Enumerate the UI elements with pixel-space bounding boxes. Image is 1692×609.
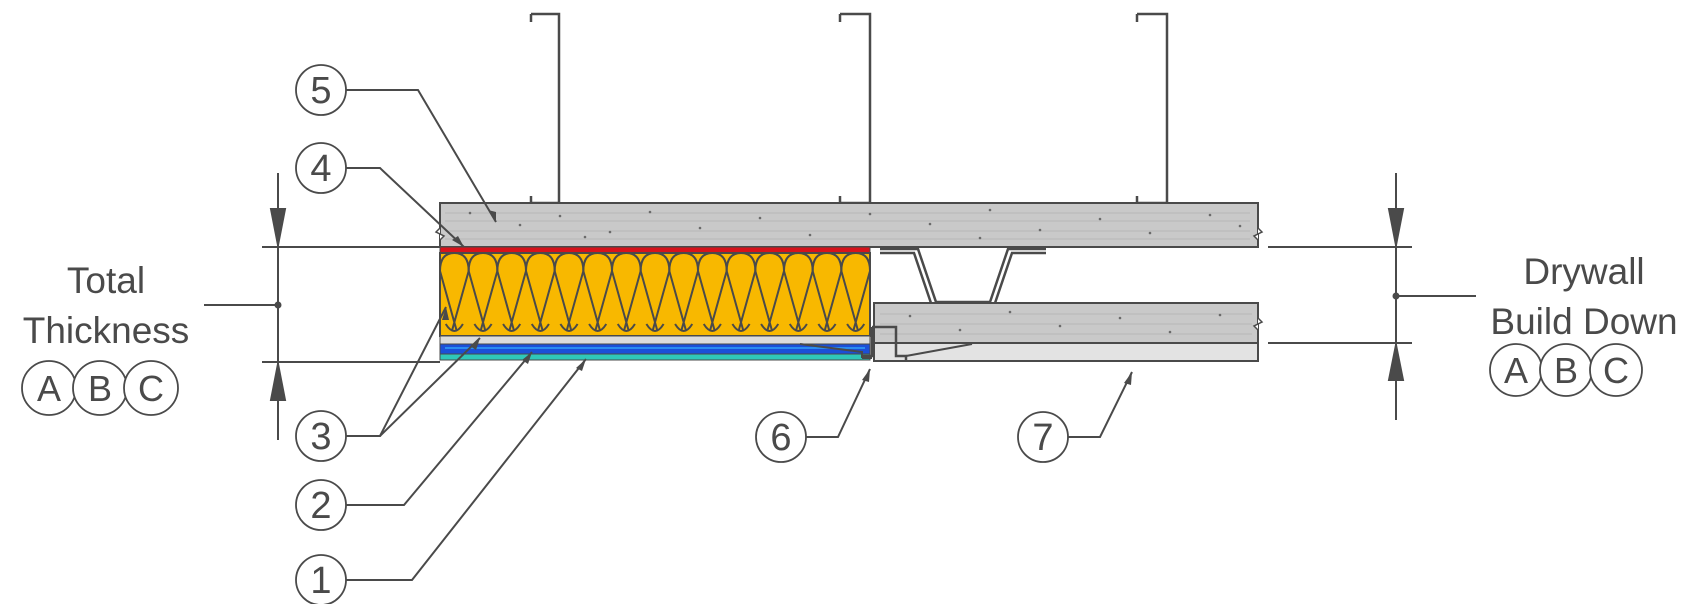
callout-bubbles [295, 64, 1069, 606]
callout-7: 7 [1032, 417, 1053, 459]
insulation-loop [811, 253, 843, 331]
insulation-loop-bottom [760, 323, 780, 332]
insulation-loop-bottom [530, 323, 550, 332]
left-dimension [204, 173, 440, 440]
letter-a: A [37, 368, 61, 409]
insulation-loop [496, 253, 528, 331]
callout-6-circle [755, 411, 807, 463]
steel-studs [529, 12, 1169, 205]
callout-arrowheads [442, 210, 1132, 385]
letter-b: B [88, 368, 112, 409]
insulation-loop [611, 253, 642, 331]
callout-2: 2 [310, 485, 331, 527]
insulation-loop-bottom [444, 323, 464, 332]
build-down-label-line2: Build Down [1490, 301, 1677, 342]
insulation-loop [783, 253, 814, 331]
build-down-drywall [873, 302, 1264, 362]
total-label-line2: Thickness [23, 310, 190, 351]
insulation-loop [668, 253, 700, 331]
callout-leaders [346, 89, 1133, 581]
callout-7-circle [1017, 411, 1069, 463]
callout-6: 6 [770, 417, 791, 459]
insulation-loop-bottom [817, 323, 837, 332]
insulation-loop [582, 253, 614, 331]
insulation-loop [754, 253, 786, 331]
right-dimension [1268, 173, 1476, 420]
insulation-loop-bottom [588, 323, 608, 332]
insulation-loop [553, 253, 585, 331]
stud-1 [529, 12, 561, 205]
callout-5: 5 [310, 70, 331, 112]
callout-4: 4 [310, 148, 331, 190]
drywall-build-down-label: Drywall Build Down A B C [1489, 251, 1678, 397]
insulation-loop-bottom [473, 323, 493, 332]
insulation-loop-bottom [788, 323, 808, 332]
stud-3 [1135, 12, 1169, 205]
insulation-layer [439, 252, 871, 337]
insulation-loop [639, 253, 671, 331]
right-letter-a: A [1504, 350, 1528, 391]
insulation-loop [725, 253, 757, 331]
insulation-loop [440, 253, 470, 331]
right-letter-c: C [1603, 350, 1629, 391]
insulation-loop [525, 253, 556, 331]
build-down-label-line1: Drywall [1523, 251, 1644, 292]
insulation-loop [840, 253, 870, 331]
reveal-trim [799, 325, 973, 362]
insulation-loop-bottom [502, 323, 522, 332]
insulation-loop-bottom [846, 323, 866, 332]
insulation-loop-bottom [702, 323, 722, 332]
hat-channel [880, 247, 1046, 308]
upper-drywall-board [434, 202, 1264, 248]
insulation-loop-bottom [616, 323, 636, 332]
right-letter-b: B [1554, 350, 1578, 391]
callout-5-circle [295, 64, 347, 116]
callout-3: 3 [310, 416, 331, 458]
callout-2-circle [295, 479, 347, 531]
insulation-loop-bottom [731, 323, 751, 332]
total-thickness-label: Total Thickness A B C [21, 260, 190, 416]
callout-3-circle [295, 410, 347, 462]
stud-2 [838, 12, 872, 205]
insulation-loop-bottom [674, 323, 694, 332]
insulation-loop-bottom [559, 323, 579, 332]
letter-c: C [138, 368, 164, 409]
lower-finish-layers [439, 335, 871, 361]
letter-c-circle [123, 360, 179, 416]
callout-4-circle [295, 142, 347, 194]
total-label-line1: Total [67, 260, 145, 301]
callout-1: 1 [310, 560, 331, 602]
right-letter-c-circle [1589, 343, 1643, 397]
insulation-loop [697, 253, 728, 331]
insulation-loop-bottom [645, 323, 665, 332]
insulation-loop [467, 253, 499, 331]
